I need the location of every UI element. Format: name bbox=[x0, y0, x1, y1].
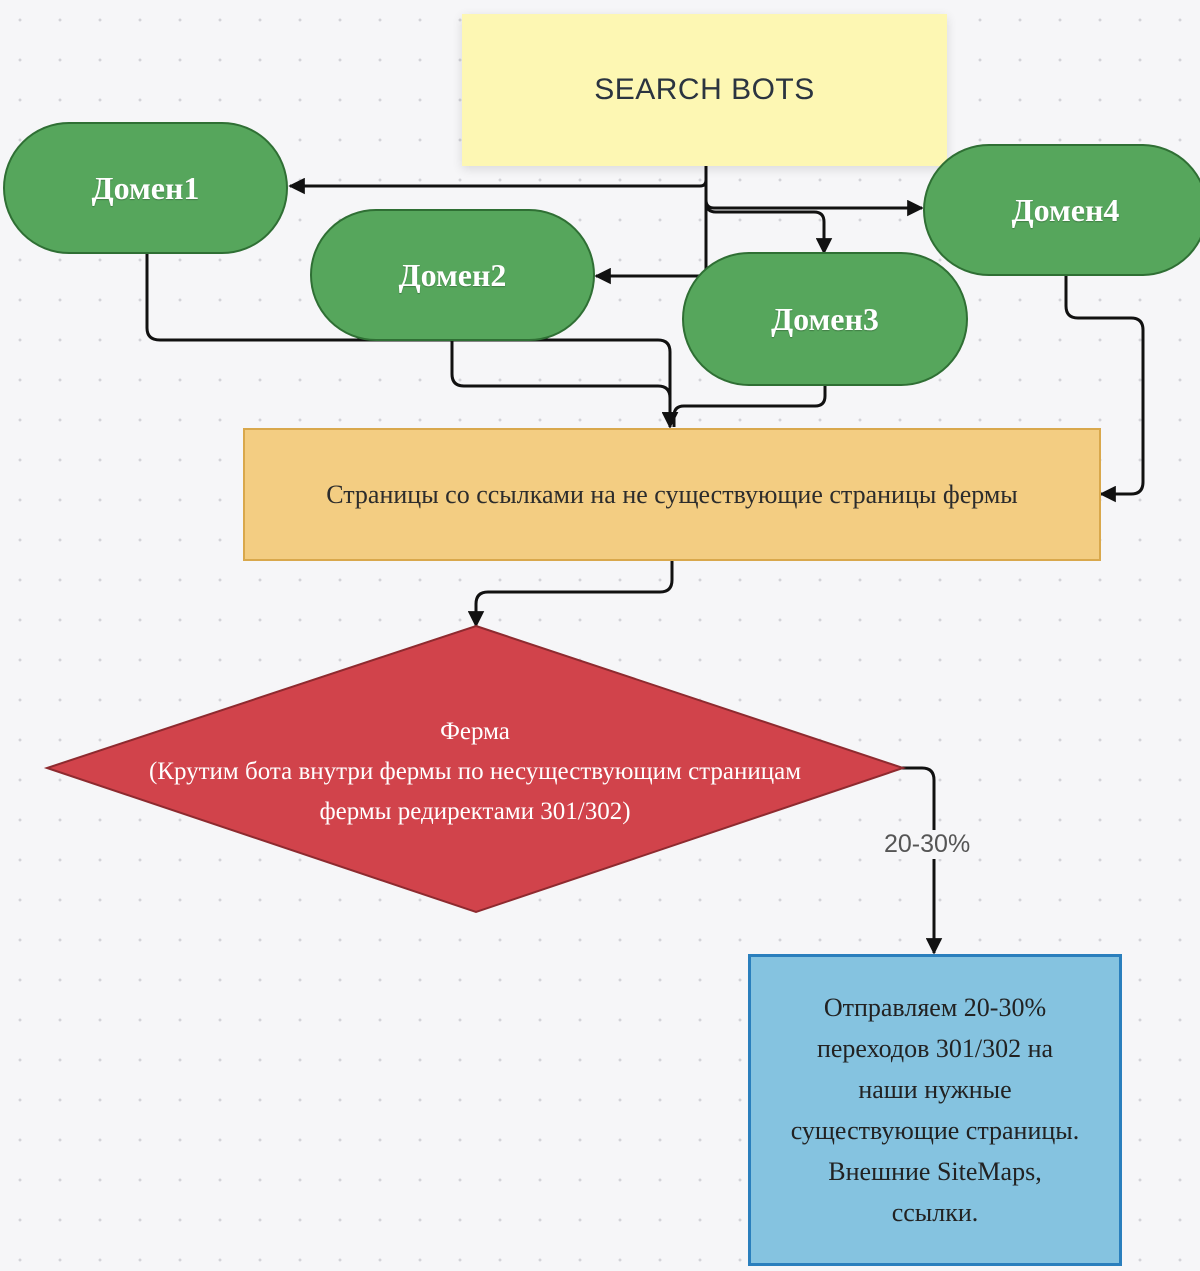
result-line: наши нужные bbox=[858, 1074, 1012, 1104]
search-bots-label: SEARCH BOTS bbox=[594, 73, 815, 106]
pages-label: Страницы со ссылками на не существующие … bbox=[326, 479, 1018, 509]
result-line: существующие страницы. bbox=[790, 1116, 1080, 1145]
edge-bots-to-domain1 bbox=[288, 166, 708, 195]
result-line: ссылки. bbox=[891, 1198, 979, 1228]
edge-percent-label: 20-30% bbox=[880, 830, 975, 859]
search-bots-box: SEARCH BOTS bbox=[462, 14, 947, 166]
domain4-node: Домен4 bbox=[923, 144, 1200, 276]
domain3-node: Домен3 bbox=[682, 252, 968, 386]
farm-line2: фермы редиректами 301/302) bbox=[319, 798, 631, 825]
domain2-node: Домен2 bbox=[310, 209, 595, 341]
pages-box: Страницы со ссылками на не существующие … bbox=[243, 428, 1101, 561]
farm-line1: (Крутим бота внутри фермы по несуществую… bbox=[148, 758, 802, 785]
result-line: переходов 301/302 на bbox=[816, 1033, 1054, 1063]
domain1-node: Домен1 bbox=[3, 122, 288, 254]
domain3-label: Домен3 bbox=[771, 300, 879, 337]
edge-pages-to-farm bbox=[467, 561, 674, 628]
result-box: Отправляем 20-30% переходов 301/302 на н… bbox=[748, 954, 1122, 1266]
edge-domain3-to-pages bbox=[672, 386, 827, 427]
edge-bots-to-domain4 bbox=[704, 166, 924, 217]
result-line: Внешние SiteMaps, bbox=[828, 1157, 1042, 1187]
farm-text: Ферма (Крутим бота внутри фермы по несущ… bbox=[60, 712, 890, 832]
edge-domain4-to-pages bbox=[1064, 276, 1145, 503]
domain1-label: Домен1 bbox=[91, 169, 200, 206]
edge-farm-to-result bbox=[900, 766, 943, 955]
domain4-label: Домен4 bbox=[1011, 191, 1120, 228]
domain2-label: Домен2 bbox=[398, 256, 507, 293]
result-line: Отправляем 20-30% bbox=[823, 992, 1047, 1022]
edge-bots-to-domain2 bbox=[594, 186, 708, 285]
farm-title: Ферма bbox=[440, 718, 510, 745]
edge-domain2-to-pages bbox=[450, 341, 679, 429]
result-text: Отправляем 20-30% переходов 301/302 на н… bbox=[791, 987, 1080, 1233]
farm-diamond bbox=[43, 624, 907, 914]
